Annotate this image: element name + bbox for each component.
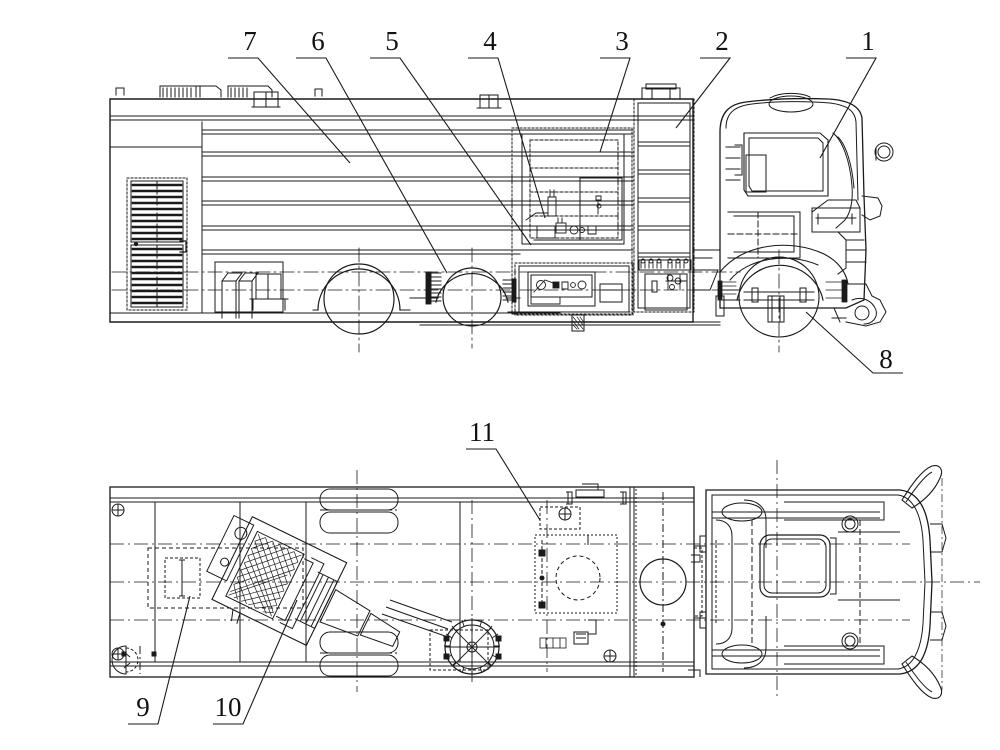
callout-labels: 7 6 5 4 3 2 1 8 11 9 10 <box>136 26 893 722</box>
rear-louver-panel <box>126 177 188 311</box>
callout-4: 4 <box>483 26 497 56</box>
callout-1: 1 <box>861 26 875 56</box>
callout-10: 10 <box>215 692 242 722</box>
callout-5: 5 <box>385 26 399 56</box>
callout-leaders <box>128 57 903 725</box>
callout-9: 9 <box>136 692 150 722</box>
drive-flange <box>443 618 502 676</box>
side-elevation-view <box>109 83 894 353</box>
plan-center-lines <box>110 460 980 700</box>
cab-side <box>715 92 894 338</box>
callout-8: 8 <box>879 344 893 374</box>
plan-equipment-11 <box>534 483 627 663</box>
front-suspension <box>717 279 848 303</box>
axle-hardware <box>425 271 517 305</box>
callout-6: 6 <box>311 26 325 56</box>
callout-7: 7 <box>243 26 257 56</box>
callout-3: 3 <box>615 26 629 56</box>
plan-cab <box>694 465 947 699</box>
plan-view <box>109 460 980 700</box>
rear-lower-locker <box>214 261 289 319</box>
rear-wheels <box>305 263 721 335</box>
pump-gauges <box>530 279 587 305</box>
roof-equipment <box>115 83 681 109</box>
callout-11: 11 <box>469 417 495 447</box>
plan-wheels <box>319 488 399 677</box>
plan-tank-section <box>635 486 703 678</box>
callout-2: 2 <box>715 26 729 56</box>
body-side-ribs <box>109 121 634 314</box>
tank-section <box>633 98 719 313</box>
engine-transmission-assembly <box>206 514 502 676</box>
